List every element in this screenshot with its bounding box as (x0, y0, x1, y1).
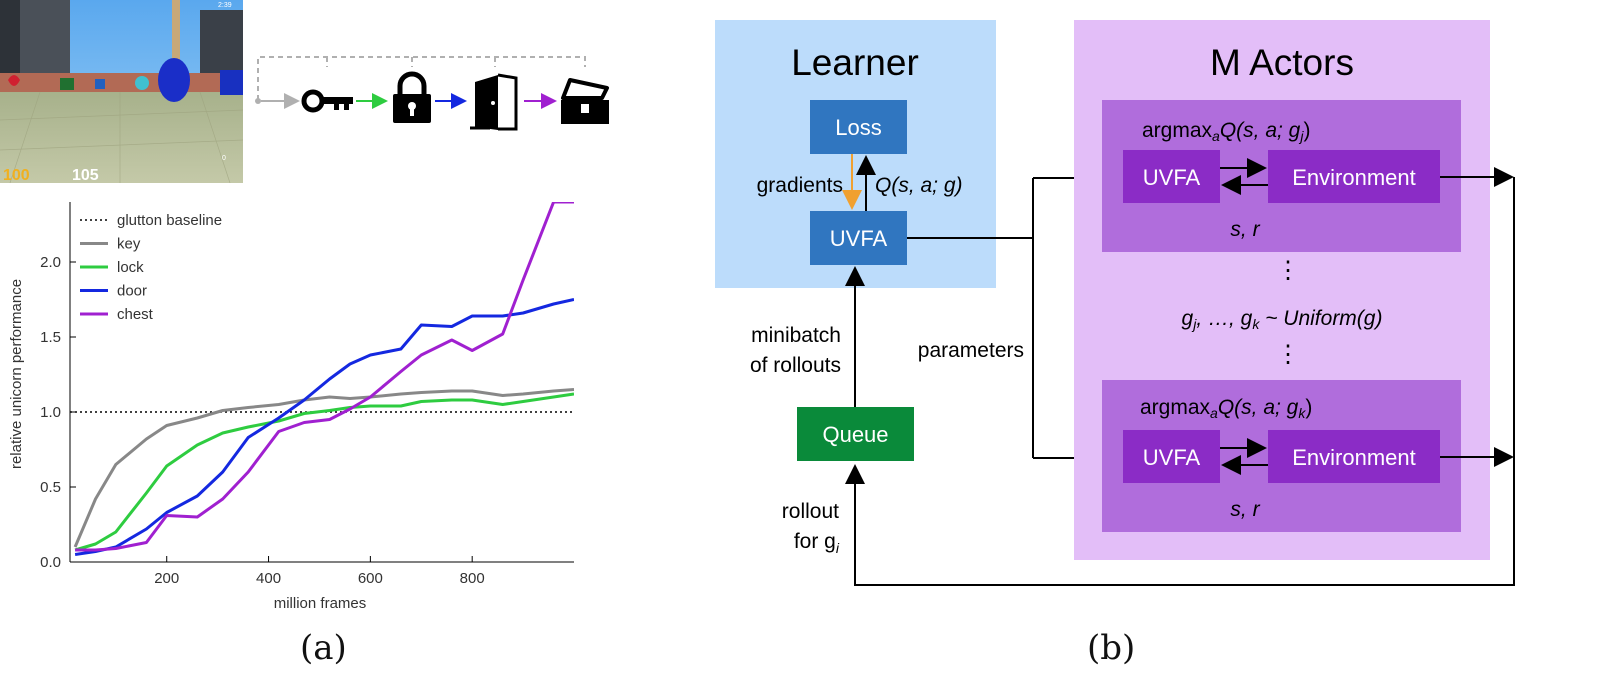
ellipsis-bottom: ⋮ (1276, 341, 1300, 368)
learner-title: Learner (791, 42, 919, 83)
y-tick-label: 1.0 (40, 404, 61, 421)
y-tick-label: 0.0 (40, 554, 61, 571)
x-tick-label: 200 (154, 570, 179, 587)
ammo-readout: 0 (222, 155, 226, 162)
state-reward-bottom: s, r (1230, 498, 1260, 521)
argmax-top: argmaxaQ(s, a; gj) (1142, 119, 1310, 144)
y-tick-label: 2.0 (40, 254, 61, 271)
actor-uvfa-box-bottom (1123, 430, 1220, 483)
learner-uvfa-label: UVFA (830, 226, 888, 251)
task-sequence (250, 50, 620, 140)
legend-label-baseline: glutton baseline (117, 212, 222, 229)
argmax-bottom: argmaxaQ(s, a; gk) (1140, 396, 1312, 421)
series-line-chest (75, 202, 574, 552)
gradients-label: gradients (757, 174, 843, 197)
rollout-label-line2: for gi (794, 530, 840, 556)
environment-label-top: Environment (1292, 165, 1416, 190)
queue-box (797, 407, 914, 461)
actor-uvfa-label-bottom: UVFA (1143, 445, 1201, 470)
architecture-diagram: Learner Loss UVFA gradients Q(s, a; g) Q… (700, 0, 1618, 620)
actor-uvfa-label-top: UVFA (1143, 165, 1201, 190)
parameters-label: parameters (918, 339, 1024, 362)
x-axis-label: million frames (274, 595, 367, 612)
caption-a: (a) (300, 628, 347, 668)
x-tick-label: 600 (358, 570, 383, 587)
environment-box-top (1268, 150, 1440, 203)
legend-label-chest: chest (117, 306, 154, 323)
loop-connector (257, 56, 586, 100)
series-line-door (74, 298, 574, 556)
goal-sampling-label: gj, …, gk ~ Uniform(g) (1182, 307, 1383, 332)
ellipsis-top: ⋮ (1276, 257, 1300, 284)
actors-title: M Actors (1210, 42, 1354, 83)
key-icon (301, 89, 353, 113)
y-tick-label: 1.5 (40, 329, 61, 346)
y-axis-label: relative unicorn performance (8, 279, 25, 469)
legend-label-door: door (117, 283, 147, 300)
y-tick-label: 0.5 (40, 479, 61, 496)
x-tick-label: 400 (256, 570, 281, 587)
loss-label: Loss (835, 115, 881, 140)
environment-label-bottom: Environment (1292, 445, 1416, 470)
armor-counter: 105 (72, 167, 99, 183)
lock-icon (393, 71, 431, 123)
minibatch-label-line2: of rollouts (750, 354, 841, 377)
rollout-label-line1: rollout (782, 500, 839, 523)
chest-icon (561, 78, 609, 124)
rollout-return-line (845, 177, 1515, 586)
loss-box (810, 100, 907, 154)
learner-uvfa-box (810, 211, 907, 265)
environment-box-bottom (1268, 430, 1440, 483)
minibatch-label-line1: minibatch (751, 324, 841, 347)
performance-chart: 0.0 0.5 1.0 1.5 2.0 200 400 600 800 glutton basel… (0, 190, 600, 620)
state-reward-top: s, r (1230, 218, 1260, 241)
game-screenshot: 100 105 2:39 0 (0, 0, 243, 183)
series-line-lock (74, 392, 574, 552)
door-icon (470, 73, 518, 131)
caption-b: (b) (1087, 628, 1136, 668)
health-counter: 100 (3, 167, 30, 183)
q-function-label: Q(s, a; g) (875, 174, 963, 197)
timer-readout: 2:39 (218, 2, 232, 9)
legend-label-key: key (117, 236, 141, 253)
legend-label-lock: lock (117, 259, 144, 276)
x-tick-label: 800 (460, 570, 485, 587)
actor-uvfa-box-top (1123, 150, 1220, 203)
series-line-key (73, 388, 574, 548)
queue-label: Queue (822, 422, 888, 447)
